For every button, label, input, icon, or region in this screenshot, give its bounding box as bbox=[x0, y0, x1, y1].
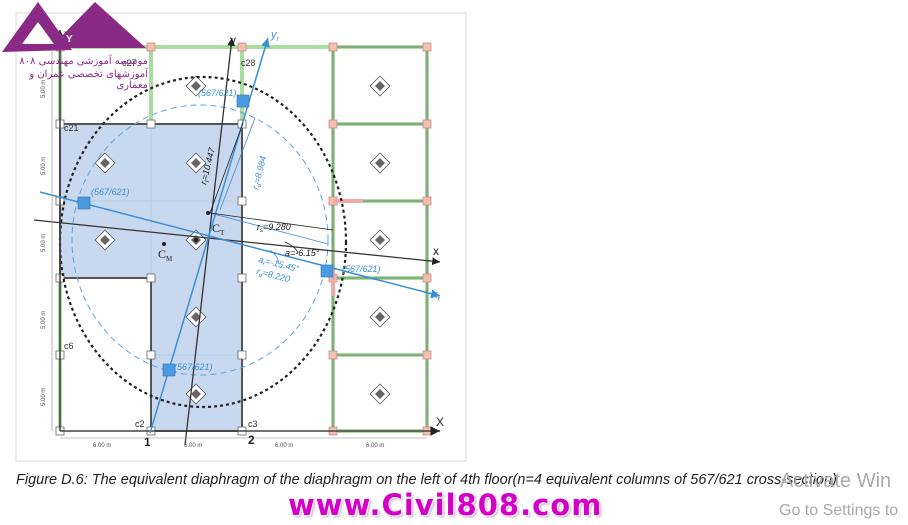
dim-a: a=-6.15° bbox=[285, 248, 320, 258]
logo-text-line1: موسسه آموزشی مهندسی ۸۰۸ bbox=[19, 56, 148, 67]
svg-text:Y: Y bbox=[66, 34, 73, 45]
y-axis bbox=[184, 37, 235, 446]
logo-text-line2: آموزشهای تخصصی عمران و معماری bbox=[29, 69, 148, 91]
label-c6: c6 bbox=[64, 341, 74, 351]
xr-label: xr bbox=[431, 289, 441, 303]
X-label: X bbox=[436, 415, 444, 429]
bottom-dim-2: 6.00 m bbox=[184, 443, 202, 449]
logo-mark: Y bbox=[2, 2, 146, 52]
bottom-dim-4: 6.00 m bbox=[366, 443, 384, 449]
left-dim-3: 5.00 m bbox=[41, 234, 47, 252]
section-label-right: (567/621) bbox=[342, 264, 381, 274]
bottom-dim-1: 6.00 m bbox=[93, 443, 111, 449]
center-of-mass-label: CM bbox=[158, 247, 173, 263]
section-label-top: (567/621) bbox=[198, 88, 237, 98]
left-dim-1: 5.00 m bbox=[41, 80, 47, 98]
diaphragm-figure: c27 c28 c21 c6 c2 c3 1 2 X Y y x yr xr C… bbox=[2, 2, 467, 462]
label-c3: c3 bbox=[248, 419, 258, 429]
label-c21: c21 bbox=[64, 123, 79, 133]
figure-caption: Figure D.6: The equivalent diaphragm of … bbox=[16, 472, 837, 488]
left-dim-2: 5.00 m bbox=[41, 157, 47, 175]
left-dim-5: 5.00 m bbox=[41, 388, 47, 406]
settings-hint-text[interactable]: Go to Settings to bbox=[779, 502, 899, 519]
outer-dashed-circle bbox=[58, 75, 348, 409]
xr-axis bbox=[39, 191, 441, 299]
label-c2: c2 bbox=[135, 419, 145, 429]
grid-marker-1: 1 bbox=[144, 435, 151, 449]
left-dim-4: 5.00 m bbox=[41, 311, 47, 329]
section-label-left: (567/621) bbox=[91, 187, 130, 197]
grid-marker-2: 2 bbox=[248, 433, 255, 447]
label-c28: c28 bbox=[241, 58, 256, 68]
dim-rs: rs=9.280 bbox=[257, 222, 291, 234]
equivalent-sections bbox=[77, 94, 334, 377]
bottom-dim-3: 6.00 m bbox=[275, 443, 293, 449]
inner-dashed-circle bbox=[71, 104, 329, 376]
activate-windows-text: Activate Win bbox=[780, 470, 892, 492]
site-watermark: www.Civil808.com bbox=[288, 488, 603, 522]
x-label: x bbox=[433, 244, 439, 258]
section-label-bottom: (567/621) bbox=[174, 362, 213, 372]
label-c27: c27 bbox=[122, 58, 137, 68]
x-axis bbox=[33, 219, 441, 266]
y-label: y bbox=[230, 33, 236, 47]
center-of-rigidity-label: CT bbox=[212, 221, 225, 237]
yr-label: yr bbox=[270, 29, 280, 43]
